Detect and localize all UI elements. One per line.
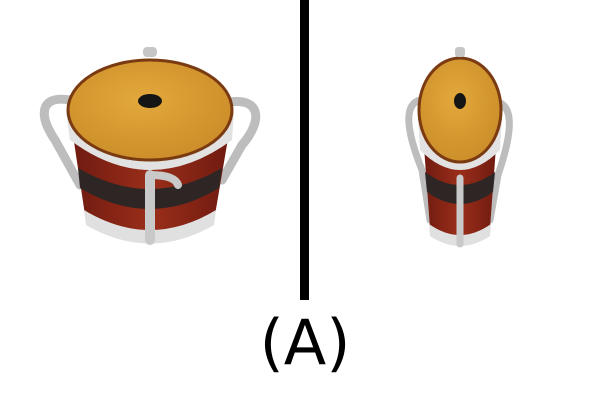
vertical-divider bbox=[300, 0, 309, 300]
drum-image-right bbox=[405, 47, 513, 248]
left-drum-panel bbox=[0, 0, 300, 300]
drum-image-left bbox=[39, 47, 261, 245]
right-drum-panel bbox=[310, 0, 610, 300]
figure-caption: (A) bbox=[259, 306, 351, 379]
